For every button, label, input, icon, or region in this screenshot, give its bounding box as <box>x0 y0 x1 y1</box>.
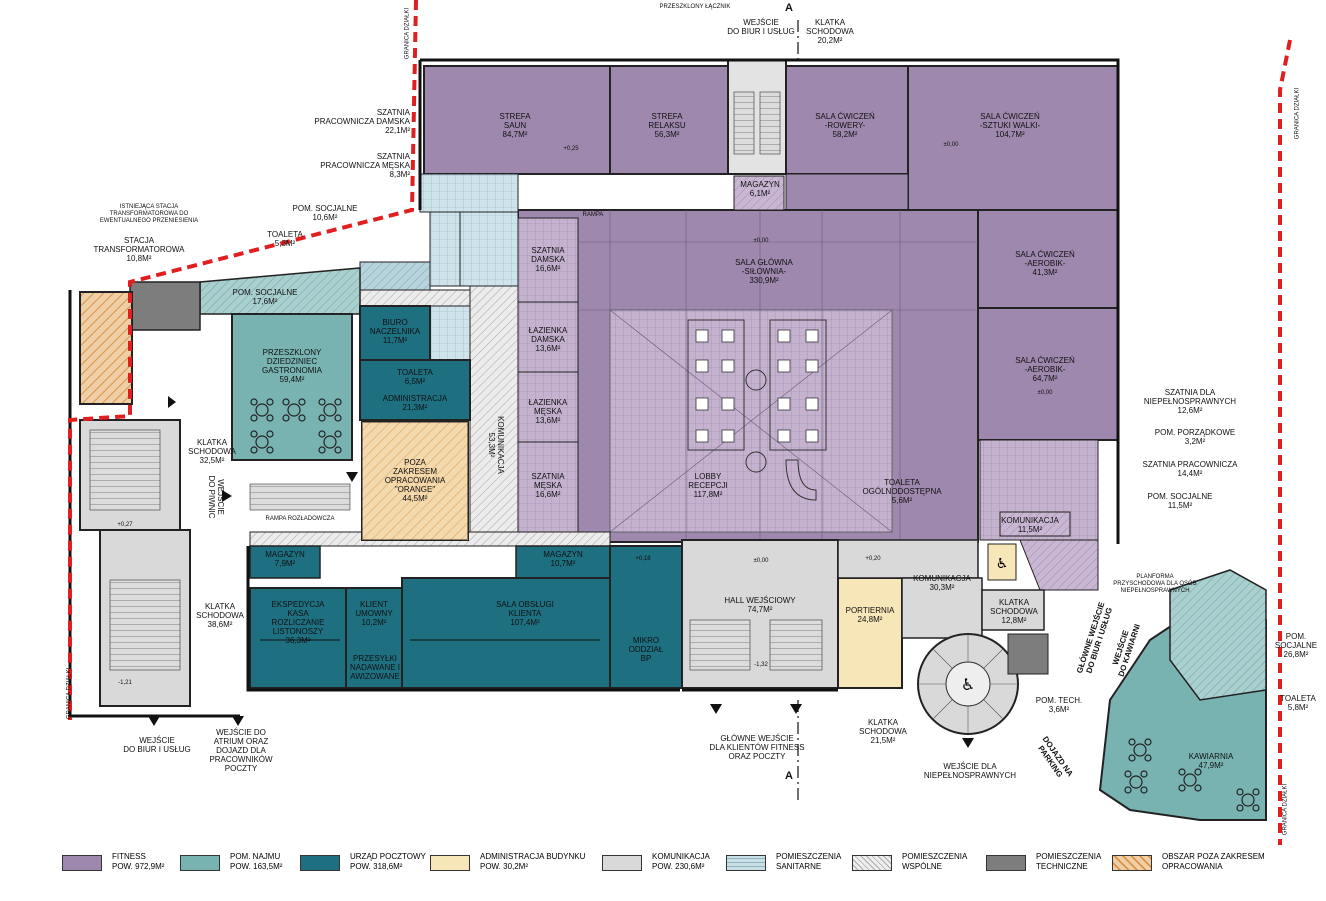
porter-room <box>837 577 903 689</box>
stair-top-flight <box>733 91 755 155</box>
wheelchair-lift-icon: ♿ <box>996 556 1009 572</box>
bath-women <box>517 301 579 373</box>
room-martial-arts <box>907 65 1119 211</box>
bath-men <box>517 371 579 443</box>
room-bikes-lower <box>785 173 909 211</box>
chief-office <box>359 305 431 361</box>
legend-swatch <box>852 855 892 871</box>
entrance-arrow-icon <box>148 716 160 726</box>
legend-text: POM. NAJMU POW. 163,5m² <box>230 852 283 871</box>
expedition <box>249 587 347 689</box>
communication-upper <box>349 289 471 307</box>
hall-stairs-2 <box>769 619 823 671</box>
legend-swatch <box>726 855 766 871</box>
entrance-arrow-icon <box>710 704 722 714</box>
legend-swatch <box>180 855 220 871</box>
round-stair-treads <box>918 634 1018 734</box>
comm-right-lower <box>1019 539 1099 591</box>
legend-swatch <box>430 855 470 871</box>
room-aerobic-1 <box>977 209 1119 309</box>
storage-mid <box>515 545 611 579</box>
fitness-zone <box>423 65 1119 591</box>
communication-right <box>999 511 1071 537</box>
ramp-stairs <box>249 483 351 511</box>
orange-hatch <box>362 422 468 540</box>
comm-mid <box>901 577 983 639</box>
staff-locker-women <box>419 173 519 213</box>
wheelchair-icon: ♿ <box>961 675 975 694</box>
room-bikes <box>785 65 909 175</box>
transformer-station <box>129 281 201 331</box>
entrance-arrow-icon <box>962 738 974 748</box>
staff-locker-men <box>459 211 519 287</box>
legend-text: POMIESZCZENIA TECHNICZNE <box>1036 852 1102 871</box>
stair-left-flight <box>89 429 161 511</box>
legend-swatch <box>1112 855 1152 871</box>
entrance-arrow-icon <box>222 490 232 502</box>
locker-men <box>517 441 579 533</box>
room-relax <box>609 65 729 175</box>
courtyard-tables <box>250 398 342 454</box>
stair-top-flight-2 <box>759 91 781 155</box>
hall-stairs <box>689 619 751 671</box>
storage-top <box>733 175 785 211</box>
room-sauna <box>423 65 611 175</box>
social-left <box>199 267 361 315</box>
entrance-arrow-icon <box>232 716 244 726</box>
legend: FITNESS POW. 972,9m² POM. NAJMU POW. 163,… <box>0 846 1326 886</box>
entrance-arrow-icon <box>790 704 802 714</box>
outside-scope-left <box>79 291 133 405</box>
locker-women <box>517 217 579 303</box>
tech-room <box>1007 633 1049 675</box>
legend-swatch <box>986 855 1026 871</box>
storage-left <box>249 545 321 579</box>
stair-mid <box>981 589 1045 631</box>
legend-text: KOMUNIKACJA POW. 230,6m² <box>652 852 710 871</box>
legend-text: URZĄD POCZTOWY POW. 318,6m² <box>350 852 426 871</box>
legend-text: OBSZAR POZA ZAKRESEM OPRACOWANIA <box>1162 852 1265 871</box>
platform-lift <box>987 543 1017 581</box>
wc-top <box>429 211 461 287</box>
entrance-arrow-icon <box>346 472 358 482</box>
administration-post <box>359 359 471 421</box>
service-hall <box>401 577 611 689</box>
legend-text: POMIESZCZENIA SANITARNE <box>776 852 842 871</box>
micro-branch <box>609 545 683 689</box>
stair-bottom-flight <box>109 579 181 671</box>
legend-swatch <box>300 855 340 871</box>
legend-text: FITNESS POW. 972,9m² <box>112 852 165 871</box>
legend-text: ADMINISTRACJA BUDYNKU POW. 30,2m² <box>480 852 586 871</box>
social-far <box>1169 569 1267 701</box>
entrance-arrows <box>148 396 974 748</box>
legend-swatch <box>62 855 102 871</box>
social-top <box>359 261 431 291</box>
plot-boundary <box>68 0 1292 845</box>
floor-plan: ♿ ♿ <box>68 0 1292 845</box>
client-contract <box>345 587 403 689</box>
cafe-tables <box>1124 738 1260 812</box>
wc-post <box>429 305 471 361</box>
entrance-arrow-icon <box>168 396 176 408</box>
room-aerobic-2 <box>977 307 1119 441</box>
legend-swatch <box>602 855 642 871</box>
comm-mid-top <box>837 539 979 579</box>
communication-vertical <box>469 285 519 543</box>
legend-text: POMIESZCZENIA WSPÓLNE <box>902 852 968 871</box>
